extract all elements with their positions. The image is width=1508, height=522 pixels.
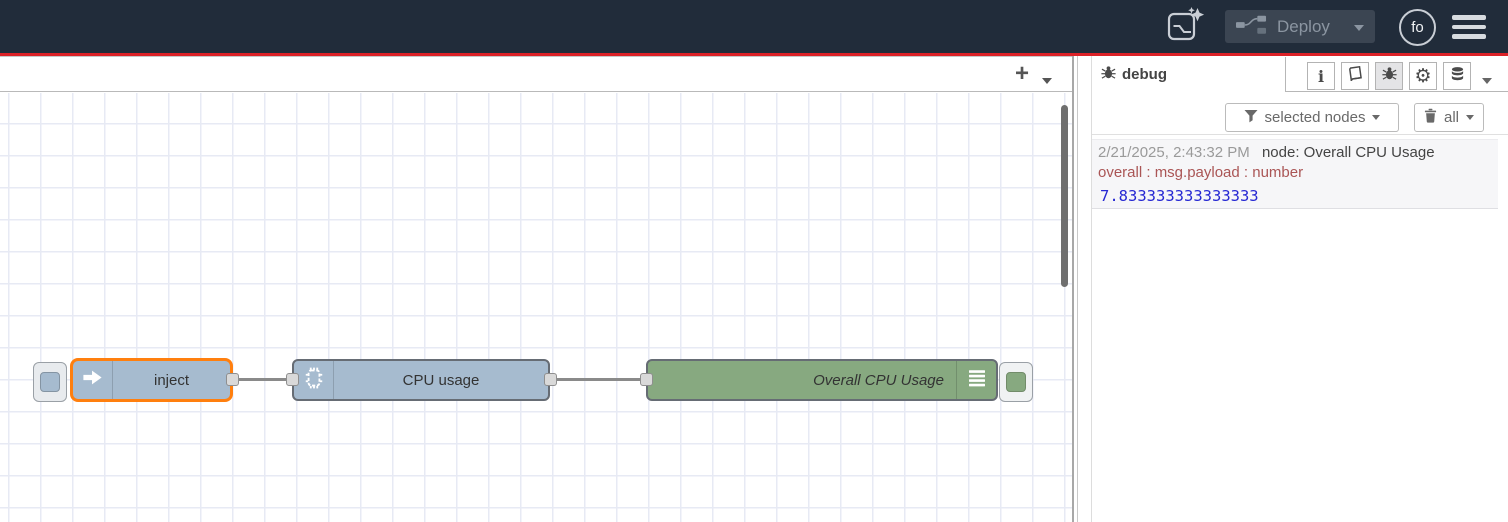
ai-assistant-icon	[1167, 6, 1205, 48]
deploy-button-label: Deploy	[1277, 16, 1330, 36]
tab-config[interactable]: ⚙	[1409, 62, 1437, 90]
deploy-dropdown-button[interactable]	[1354, 18, 1364, 36]
cpu-output-port[interactable]	[544, 373, 557, 386]
debug-message-header: 2/21/2025, 2:43:32 PM node: Overall CPU …	[1098, 143, 1496, 163]
cpu-usage-node[interactable]: CPU usage	[292, 359, 550, 401]
book-icon	[1348, 65, 1363, 87]
debug-message-meta: overall : msg.payload : number	[1098, 164, 1304, 181]
debug-message[interactable]: 2/21/2025, 2:43:32 PM node: Overall CPU …	[1092, 139, 1498, 209]
info-icon: i	[1317, 66, 1325, 86]
flow-canvas[interactable]	[0, 93, 1072, 522]
inject-node-label: inject	[153, 371, 190, 389]
ai-assistant-button[interactable]	[1166, 6, 1206, 48]
wire-inject-to-cpu[interactable]	[232, 378, 293, 381]
wire-cpu-to-debug[interactable]	[550, 378, 647, 381]
workspace-area: + inject	[0, 56, 1072, 522]
main-menu-button[interactable]	[1452, 15, 1486, 39]
cpu-node-label: CPU usage	[402, 371, 480, 389]
debug-input-port[interactable]	[640, 373, 653, 386]
tab-debug-active[interactable]: debug	[1092, 57, 1286, 92]
debug-clear-label: all	[1443, 109, 1459, 126]
trash-icon	[1424, 108, 1437, 127]
debug-node[interactable]: Overall CPU Usage	[646, 359, 998, 401]
debug-filter-button[interactable]: selected nodes	[1225, 103, 1399, 132]
tab-debug[interactable]	[1375, 62, 1403, 90]
sidebar-splitter[interactable]	[1072, 56, 1091, 522]
chevron-down-icon	[1482, 78, 1492, 84]
chevron-down-icon	[1354, 24, 1364, 31]
debug-clear-button[interactable]: all	[1414, 103, 1484, 132]
debug-message-source: node: Overall CPU Usage	[1261, 144, 1435, 161]
sidebar-tabs-underline	[1092, 91, 1508, 92]
debug-enable-inner	[1006, 372, 1026, 392]
debug-enable-button[interactable]	[999, 362, 1033, 402]
debug-toolbar: selected nodes all	[1092, 92, 1508, 135]
cpu-chip-icon	[301, 365, 327, 396]
hamburger-menu-icon	[1452, 15, 1486, 20]
header-bar: Deploy fo	[0, 0, 1508, 53]
tab-debug-label: debug	[1122, 66, 1167, 83]
deploy-button[interactable]: Deploy	[1225, 10, 1375, 43]
deploy-icon	[1236, 14, 1267, 40]
debug-message-value[interactable]: 7.833333333333333	[1100, 187, 1259, 205]
tab-help[interactable]	[1341, 62, 1369, 90]
inject-arrow-icon	[81, 366, 104, 394]
database-icon	[1450, 66, 1465, 87]
inject-trigger-inner	[40, 372, 60, 392]
avatar-initials: fo	[1411, 19, 1424, 36]
chevron-down-icon	[1466, 115, 1474, 120]
header-accent-line	[0, 53, 1508, 56]
inject-trigger-button[interactable]	[33, 362, 67, 402]
bug-icon	[1381, 66, 1397, 86]
chevron-down-icon	[1042, 78, 1052, 84]
chevron-down-icon	[1372, 115, 1381, 120]
canvas-scrollbar[interactable]	[1061, 105, 1068, 287]
debug-message-timestamp: 2/21/2025, 2:43:32 PM	[1098, 144, 1250, 161]
debug-icon-region	[956, 361, 996, 399]
tab-context[interactable]	[1443, 62, 1471, 90]
splitter-grip	[1077, 56, 1078, 522]
sidebar-tabs-menu-button[interactable]	[1482, 71, 1492, 89]
debug-list-icon	[966, 367, 988, 394]
bug-icon	[1101, 65, 1116, 85]
debug-node-label: Overall CPU Usage	[813, 371, 944, 389]
cpu-icon-region	[294, 361, 334, 399]
debug-filter-label: selected nodes	[1264, 109, 1366, 126]
tab-info[interactable]: i	[1307, 62, 1335, 90]
add-flow-button[interactable]: +	[1014, 60, 1029, 87]
debug-sidebar: debug i ⚙	[1091, 56, 1508, 522]
gear-icon: ⚙	[1414, 64, 1432, 87]
flow-tab-bar: +	[0, 56, 1072, 92]
flow-list-button[interactable]	[1042, 71, 1052, 89]
inject-icon-region	[73, 361, 113, 399]
funnel-icon	[1244, 109, 1258, 127]
inject-node[interactable]: inject	[70, 358, 233, 402]
cpu-input-port[interactable]	[286, 373, 299, 386]
user-avatar[interactable]: fo	[1399, 9, 1436, 46]
inject-output-port[interactable]	[226, 373, 239, 386]
